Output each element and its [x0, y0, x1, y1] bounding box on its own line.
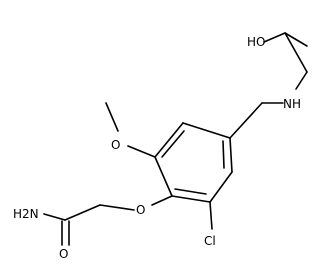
- atom-label-hydroxyl: HO: [247, 35, 265, 49]
- ring-bond-4: [171, 195, 211, 203]
- bond-ho-ch: [263, 32, 286, 43]
- chemical-structure: HO NH O O Cl H2N O: [13, 32, 308, 261]
- bond-ch2-ring: [229, 102, 263, 139]
- ring-bond-1: [182, 122, 231, 139]
- ring-double-1: [161, 130, 185, 158]
- atom-label-carbonyl-oxygen: O: [59, 247, 68, 261]
- atom-label-ether-oxygen: O: [136, 203, 145, 217]
- atom-label-methoxy-oxygen: O: [111, 138, 120, 152]
- ring-double-2: [174, 188, 207, 195]
- ring-bond-5: [209, 171, 233, 203]
- ring-double-3: [222, 140, 225, 169]
- bond-ether-o-ch2: [99, 204, 135, 211]
- atom-label-amine: NH: [283, 97, 301, 111]
- bond-ring-methoxy-o: [127, 145, 156, 158]
- atom-label-amide-nitrogen: H2N: [13, 207, 39, 221]
- bond-ring-cl: [209, 201, 213, 230]
- ring-bond-2: [154, 122, 184, 158]
- ring-bond-6: [229, 137, 233, 173]
- ring-bond-3: [154, 156, 173, 197]
- bond-ch-ch2: [284, 32, 308, 73]
- bond-carbonyl-n: [43, 213, 66, 221]
- atom-label-chloro: Cl: [204, 234, 216, 248]
- bond-layer: [43, 32, 308, 246]
- bond-ch2-carbonyl: [64, 204, 101, 221]
- bond-methoxy-methyl: [105, 102, 119, 132]
- atom-label-layer: HO NH O O Cl H2N O: [13, 35, 301, 261]
- bond-ch-methyl: [284, 32, 308, 47]
- bond-ring-ether-o: [151, 195, 173, 206]
- bond-ch2-nh: [295, 71, 308, 90]
